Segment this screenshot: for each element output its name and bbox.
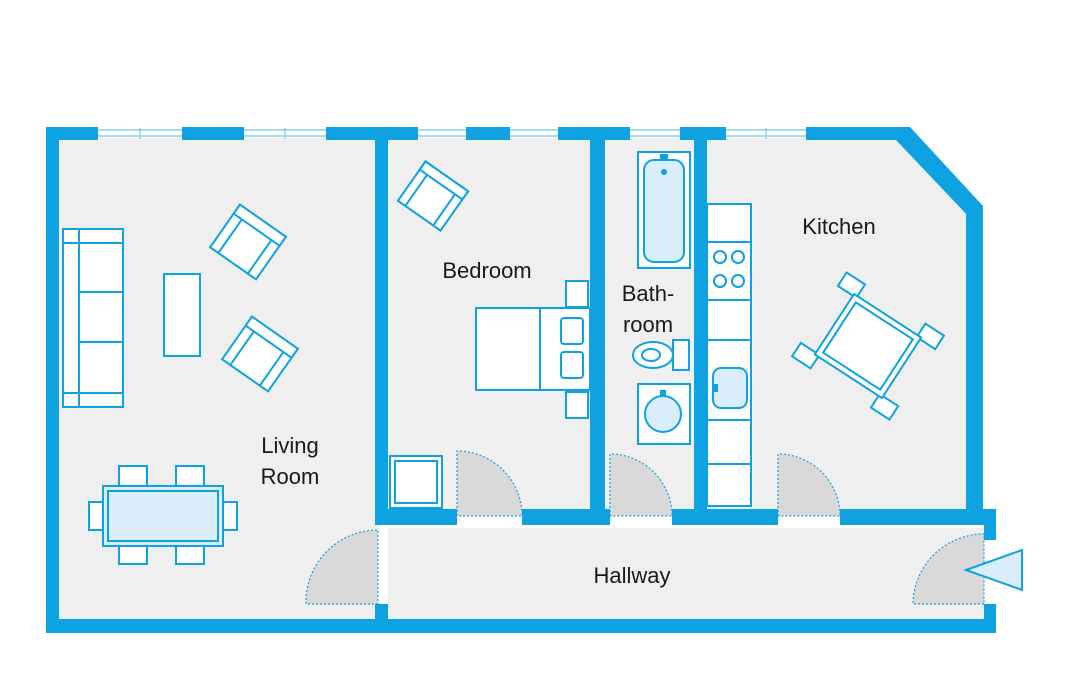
walls	[46, 127, 996, 633]
wall-living-hall-lower	[375, 604, 388, 633]
wall-outer-bottom	[46, 619, 996, 633]
wall-top-4	[466, 127, 510, 140]
bathtub-icon	[637, 151, 691, 269]
bedroom-furniture	[389, 160, 591, 509]
entrance-door-icon	[912, 533, 985, 605]
wall-bath-kitchen	[694, 127, 707, 524]
bed-icon	[475, 280, 591, 419]
sofa-icon	[62, 228, 124, 408]
room-labels: Living Room Bedroom Bath- room Kitchen H…	[261, 214, 876, 588]
bathroom-label-line2: room	[623, 312, 673, 337]
entrance-arrow-icon	[963, 548, 1023, 592]
toilet-icon	[632, 339, 690, 371]
washbasin-icon	[637, 383, 691, 445]
wall-hall-top-3	[672, 509, 778, 525]
living-room-furniture	[62, 203, 300, 565]
doors	[305, 450, 985, 605]
wall-top-7	[806, 127, 906, 140]
wall-hall-top-2	[522, 509, 610, 525]
kitchen-counter-icon	[706, 203, 752, 507]
bedroom-label: Bedroom	[442, 258, 531, 283]
wall-living-bedroom	[375, 127, 388, 524]
wall-top-3	[326, 127, 418, 140]
living-room-label-line1: Living	[261, 433, 318, 458]
wall-hall-top-1	[375, 509, 457, 525]
hallway-label: Hallway	[593, 563, 670, 588]
armchair-icon	[396, 160, 470, 232]
dining-table-icon	[790, 271, 946, 421]
wall-top-1	[46, 127, 98, 140]
dining-table-icon	[88, 465, 238, 565]
bathroom-door-icon	[609, 453, 673, 517]
armchair-icon	[220, 315, 300, 393]
wall-outer-right-kitchen	[966, 206, 983, 524]
wall-outer-left	[46, 127, 59, 633]
living-room-door-icon	[305, 529, 379, 605]
bedroom-door-icon	[456, 450, 523, 517]
kitchen-sink-icon	[712, 367, 748, 409]
wardrobe-icon	[389, 455, 443, 509]
wall-top-2	[182, 127, 244, 140]
hallway-floor	[388, 528, 984, 620]
bathroom-label-line1: Bath-	[622, 281, 675, 306]
stove-icon	[713, 250, 745, 288]
bathroom-fixtures	[632, 151, 691, 445]
kitchen-label: Kitchen	[802, 214, 875, 239]
kitchen-door-icon	[777, 453, 841, 517]
coffee-table-icon	[163, 273, 201, 357]
wall-hall-top-4	[840, 509, 996, 525]
armchair-icon	[208, 203, 288, 281]
wall-bedroom-bath	[590, 127, 605, 524]
living-room-label-line2: Room	[261, 464, 320, 489]
wall-kitchen-diagonal	[896, 127, 983, 218]
windows	[98, 128, 806, 139]
kitchen-furniture	[706, 203, 946, 507]
wall-hall-right-bottom	[984, 604, 996, 633]
